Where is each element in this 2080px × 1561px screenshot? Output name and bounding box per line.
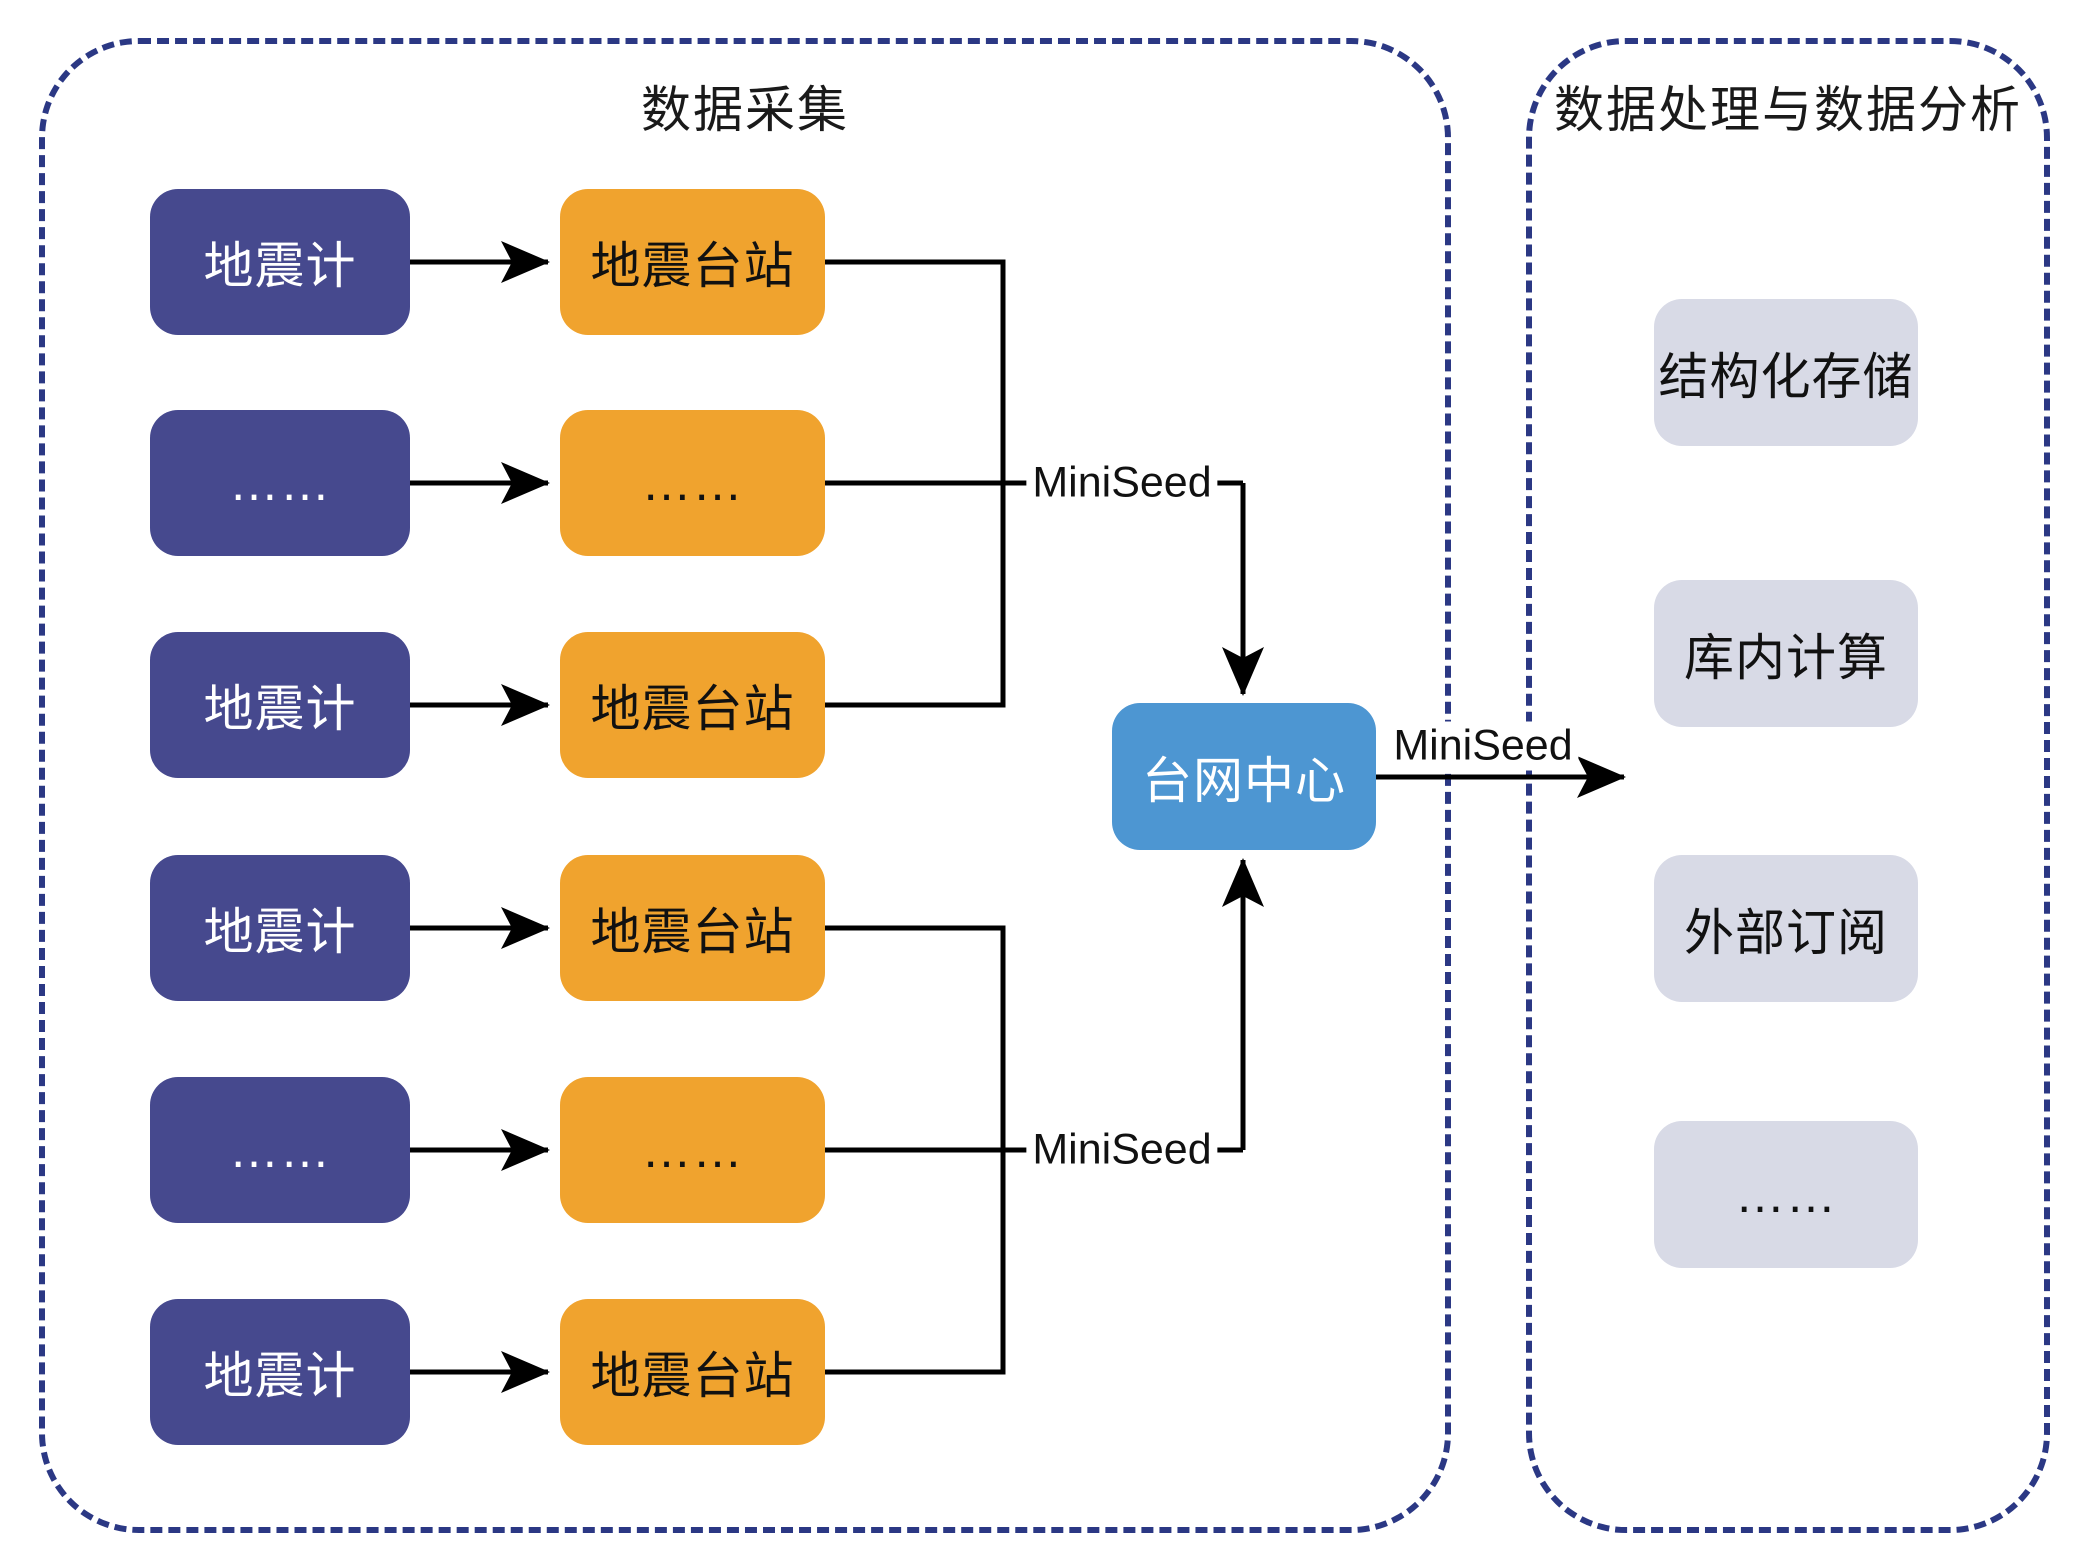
bottom-bus-lines xyxy=(825,858,1264,1375)
data-collection-title: 数据采集 xyxy=(641,82,849,138)
network-center-box: 台网中心 xyxy=(1112,703,1376,850)
station-box-row1: 地震台站 xyxy=(560,189,825,335)
station-box-row2: …… xyxy=(560,410,825,556)
processing-box-structured-storage: 结构化存储 xyxy=(1654,299,1918,446)
data-collection-region: 数据采集 xyxy=(39,38,1451,1533)
station-box-row6: 地震台站 xyxy=(560,1299,825,1445)
processing-box-indb-compute: 库内计算 xyxy=(1654,580,1918,727)
miniseed-label-top: MiniSeed xyxy=(1026,458,1218,508)
sensor-box-row5: …… xyxy=(150,1077,410,1223)
sensor-box-row6: 地震计 xyxy=(150,1299,410,1445)
sensor-box-row3: 地震计 xyxy=(150,632,410,778)
miniseed-label-output: MiniSeed xyxy=(1387,721,1579,771)
sensor-box-row1: 地震计 xyxy=(150,189,410,335)
station-box-row3: 地震台站 xyxy=(560,632,825,778)
sensor-box-row2: …… xyxy=(150,410,410,556)
sensor-box-row4: 地震计 xyxy=(150,855,410,1001)
processing-box-ellipsis: …… xyxy=(1654,1121,1918,1268)
data-processing-title: 数据处理与数据分析 xyxy=(1554,82,2022,138)
station-box-row5: …… xyxy=(560,1077,825,1223)
processing-box-external-subscribe: 外部订阅 xyxy=(1654,855,1918,1002)
sensor-to-station-arrows xyxy=(410,241,550,1393)
miniseed-label-bottom: MiniSeed xyxy=(1026,1125,1218,1175)
data-processing-region: 数据处理与数据分析 xyxy=(1526,38,2050,1533)
station-box-row4: 地震台站 xyxy=(560,855,825,1001)
